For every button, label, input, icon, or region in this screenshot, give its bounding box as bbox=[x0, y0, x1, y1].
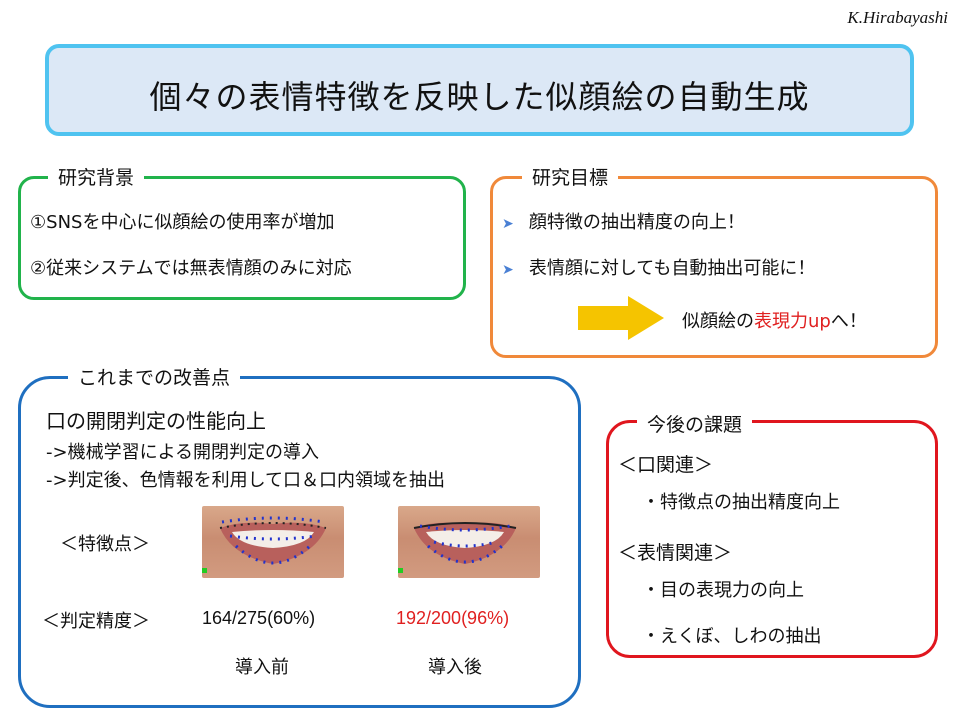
goal-result-suffix: へ！ bbox=[830, 311, 867, 332]
arrow-bullet-icon: ➤ bbox=[502, 262, 514, 278]
page-title: 個々の表情特徴を反映した似顔絵の自動生成 bbox=[149, 78, 810, 116]
goal-result: 似顔絵の表現力upへ！ bbox=[682, 307, 867, 333]
future-panel bbox=[606, 420, 938, 658]
improvements-line-1: ->機械学習による開閉判定の導入 bbox=[46, 442, 320, 463]
before-accuracy: 164/275(60%) bbox=[202, 608, 316, 628]
right-arrow-head bbox=[628, 296, 664, 340]
right-arrow-icon bbox=[578, 306, 628, 330]
before-mouth-image bbox=[202, 506, 344, 578]
improvements-subtitle: 口の開閉判定の性能向上 bbox=[46, 409, 266, 433]
background-panel bbox=[18, 176, 466, 300]
goal-item-1-text: 顔特徴の抽出精度の向上！ bbox=[528, 212, 745, 233]
future-mouth-heading: ＜口関連＞ bbox=[618, 454, 714, 476]
future-expression-item-2: ・えくぼ、しわの抽出 bbox=[642, 626, 822, 647]
accuracy-label: ＜判定精度＞ bbox=[42, 611, 150, 632]
future-heading: 今後の課題 bbox=[637, 410, 753, 437]
after-accuracy: 192/200(96%) bbox=[396, 608, 510, 628]
goal-item-2: ➤ 表情顔に対しても自動抽出可能に！ bbox=[502, 254, 815, 280]
goal-item-2-text: 表情顔に対しても自動抽出可能に！ bbox=[528, 258, 816, 279]
author-name: K.Hirabayashi bbox=[847, 8, 948, 27]
improvements-heading: これまでの改善点 bbox=[68, 363, 241, 390]
before-label: 導入前 bbox=[235, 657, 289, 678]
feature-label: ＜特徴点＞ bbox=[60, 534, 150, 555]
goal-heading: 研究目標 bbox=[522, 163, 619, 190]
after-label: 導入後 bbox=[428, 657, 482, 678]
title-box: 個々の表情特徴を反映した似顔絵の自動生成 bbox=[45, 44, 914, 136]
arrow-bullet-icon: ➤ bbox=[502, 216, 514, 232]
future-mouth-item-1: ・特徴点の抽出精度向上 bbox=[642, 492, 840, 513]
goal-item-1: ➤ 顔特徴の抽出精度の向上！ bbox=[502, 208, 745, 234]
background-item-2: ②従来システムでは無表情顔のみに対応 bbox=[30, 258, 352, 279]
goal-result-prefix: 似顔絵の bbox=[682, 311, 754, 332]
goal-result-highlight: 表現力up bbox=[754, 311, 831, 332]
background-item-1: ①SNSを中心に似顔絵の使用率が増加 bbox=[30, 212, 335, 233]
improvements-line-2: ->判定後、色情報を利用して口＆口内領域を抽出 bbox=[46, 470, 446, 491]
background-heading: 研究背景 bbox=[48, 163, 145, 190]
future-expression-item-1: ・目の表現力の向上 bbox=[642, 580, 804, 601]
after-mouth-image bbox=[398, 506, 540, 578]
future-expression-heading: ＜表情関連＞ bbox=[618, 542, 733, 564]
goal-panel bbox=[490, 176, 938, 358]
